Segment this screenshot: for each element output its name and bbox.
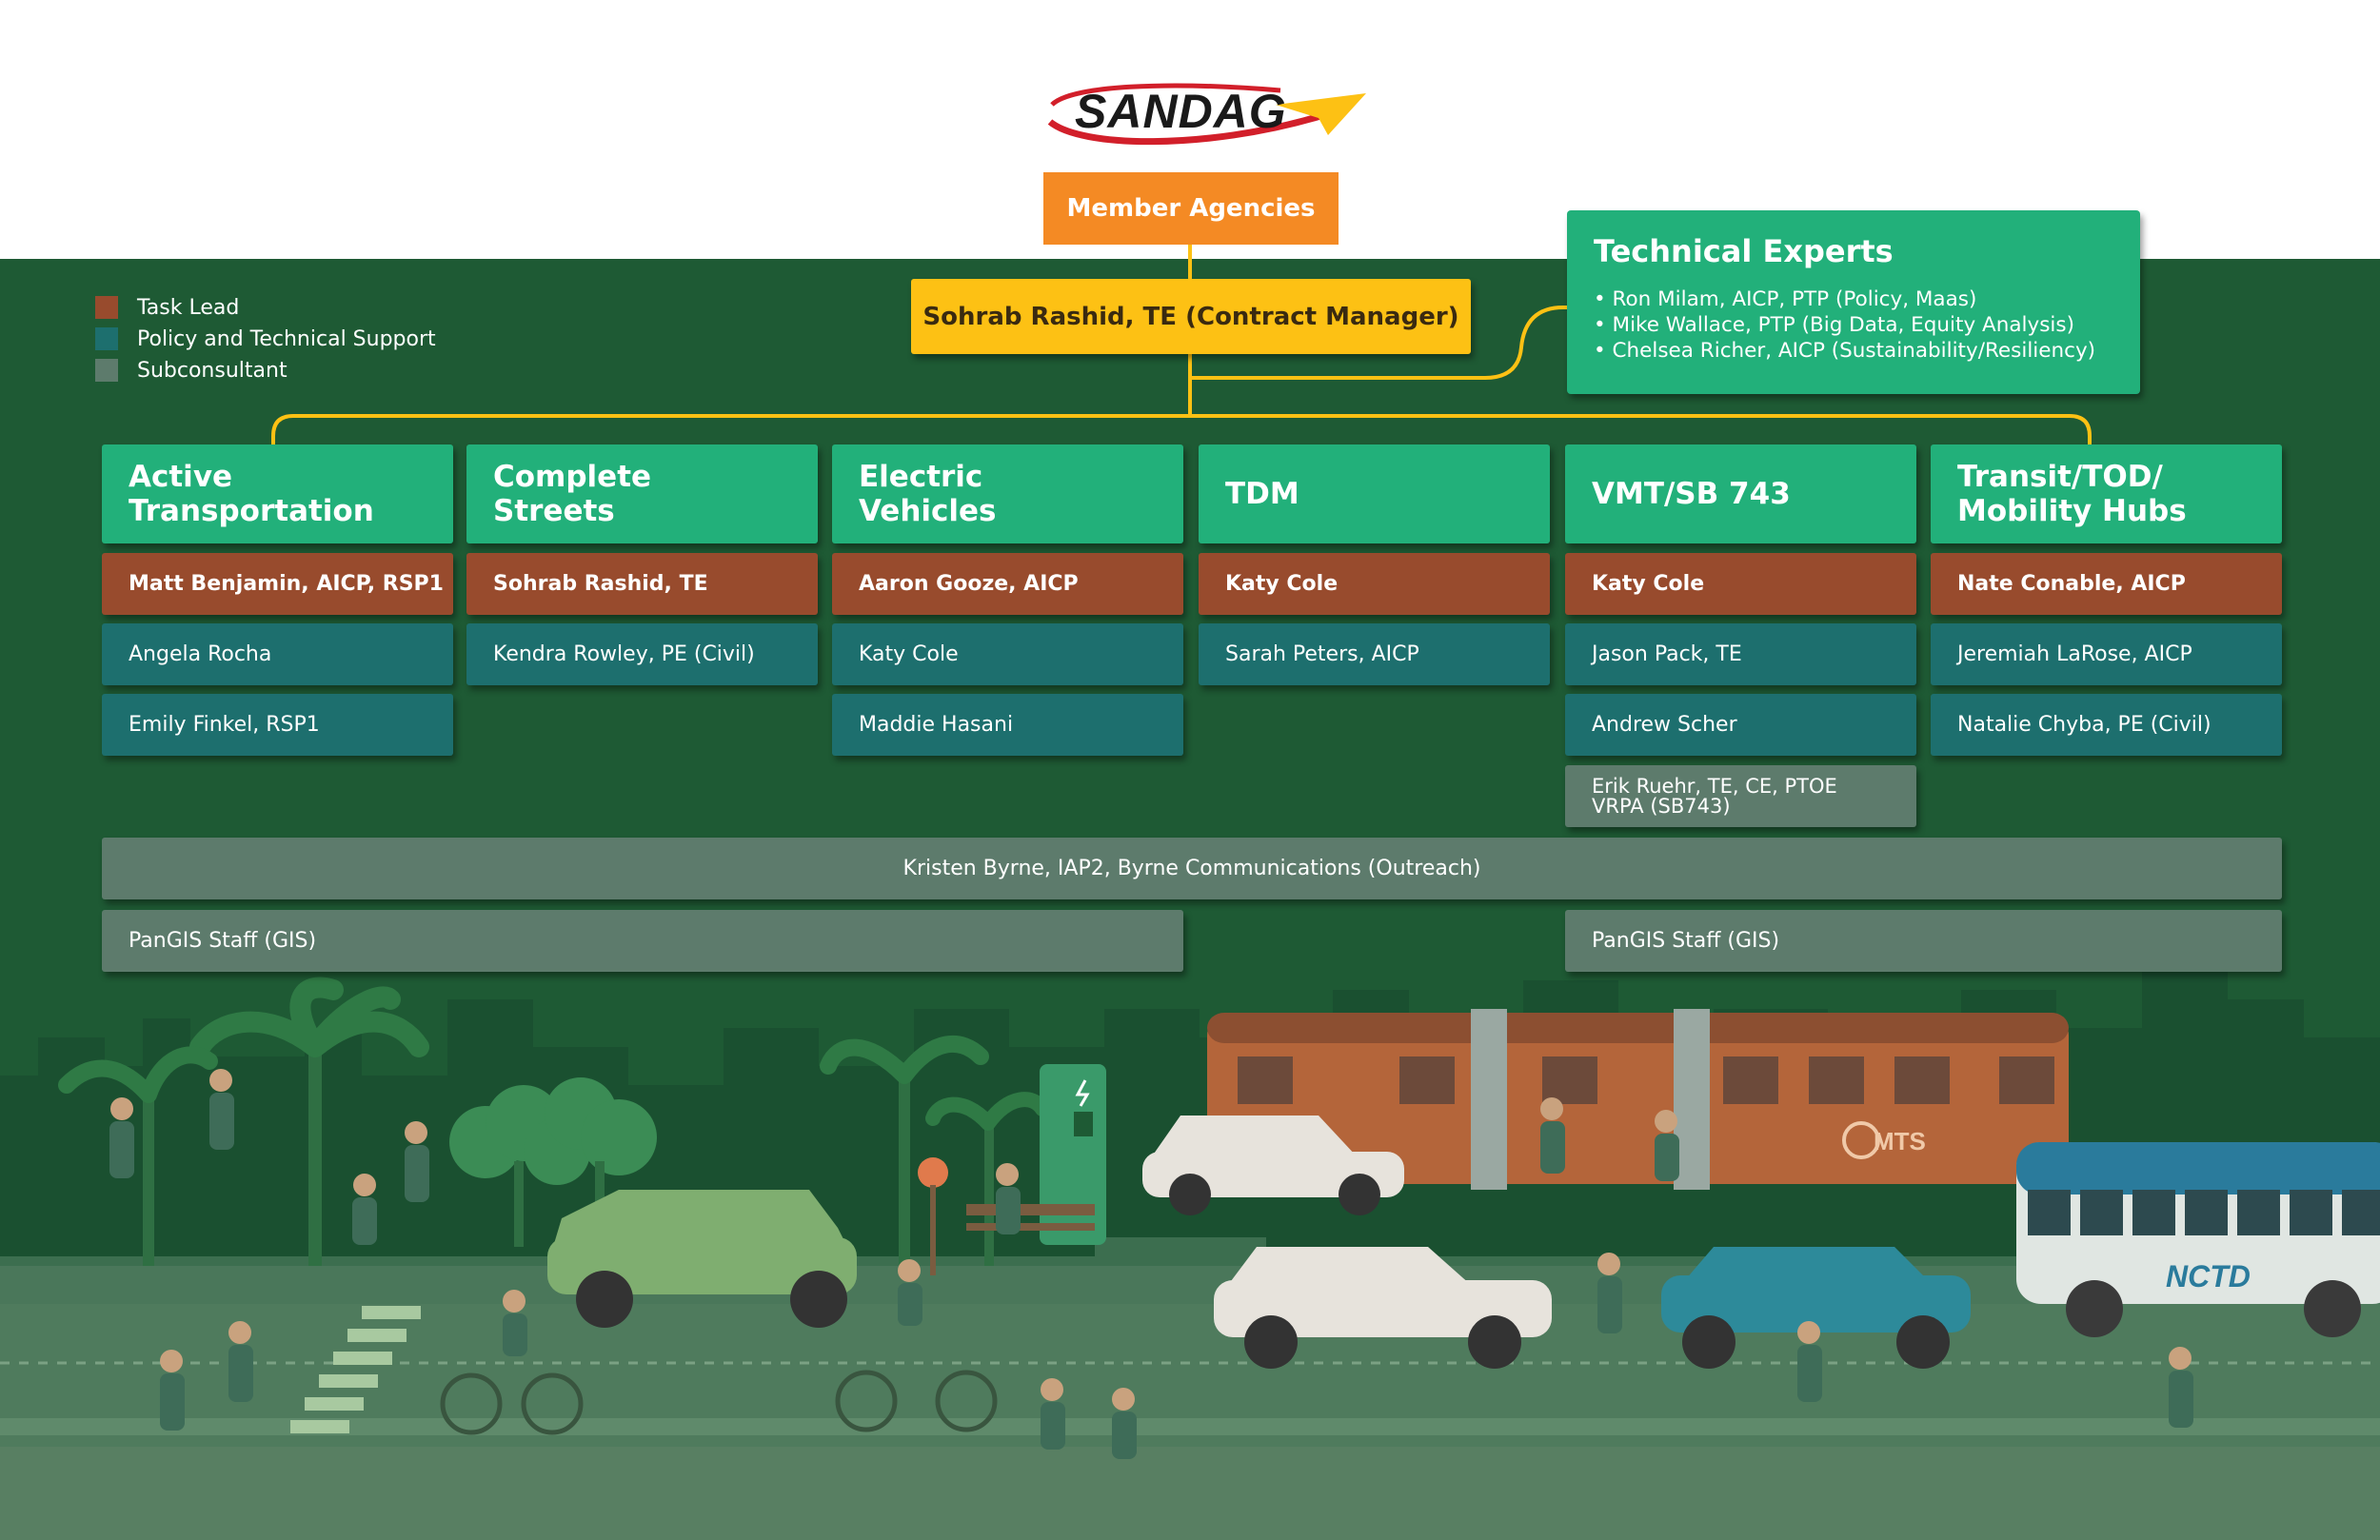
technical-expert-item: • Mike Wallace, PTP (Big Data, Equity An… (1594, 313, 2074, 337)
support-name: Angela Rocha (129, 642, 272, 666)
mts-logo: MTS (1842, 1121, 1926, 1159)
support-box: Jeremiah LaRose, AICP (1931, 623, 2282, 685)
support-name: Maddie Hasani (859, 713, 1014, 737)
support-name: Natalie Chyba, PE (Civil) (1957, 713, 2211, 737)
support-box: Natalie Chyba, PE (Civil) (1931, 694, 2282, 756)
gis-label: PanGIS Staff (GIS) (1592, 929, 1780, 953)
task-lead-name: Nate Conable, AICP (1957, 572, 2186, 596)
column-title: Electric Vehicles (859, 460, 997, 528)
org-connector-lines (271, 245, 2092, 444)
column-header-vmt-sb743: VMT/SB 743 (1565, 444, 1916, 543)
subconsultant-box: Erik Ruehr, TE, CE, PTOE VRPA (SB743) (1565, 765, 1916, 827)
legend-item-policy-support: Policy and Technical Support (95, 326, 436, 351)
support-box: Andrew Scher (1565, 694, 1916, 756)
task-lead-name: Katy Cole (1225, 572, 1339, 596)
support-box: Emily Finkel, RSP1 (102, 694, 453, 756)
gis-box-right: PanGIS Staff (GIS) (1565, 910, 2282, 972)
task-lead-box: Sohrab Rashid, TE (466, 553, 818, 615)
sandag-logo-text: SANDAG (1075, 85, 1287, 138)
technical-expert-item: • Ron Milam, AICP, PTP (Policy, Maas) (1594, 287, 1977, 311)
support-box: Katy Cole (832, 623, 1183, 685)
column-title: Active Transportation (129, 460, 374, 528)
legend-swatch (95, 359, 118, 382)
task-lead-name: Matt Benjamin, AICP, RSP1 (129, 572, 444, 596)
column-header-tdm: TDM (1199, 444, 1550, 543)
member-agencies-box: Member Agencies (1043, 172, 1339, 245)
support-name: Katy Cole (859, 642, 959, 666)
task-lead-box: Nate Conable, AICP (1931, 553, 2282, 615)
column-title: TDM (1225, 477, 1299, 511)
sandag-logo: SANDAG (1042, 76, 1366, 152)
technical-expert-item: • Chelsea Richer, AICP (Sustainability/R… (1594, 339, 2096, 363)
support-box: Jason Pack, TE (1565, 623, 1916, 685)
gis-box-left: PanGIS Staff (GIS) (102, 910, 1183, 972)
task-lead-box: Katy Cole (1565, 553, 1916, 615)
nctd-logo: NCTD (2166, 1259, 2251, 1293)
legend-label: Task Lead (137, 295, 240, 320)
support-name: Jeremiah LaRose, AICP (1957, 642, 2192, 666)
task-lead-box: Matt Benjamin, AICP, RSP1 (102, 553, 453, 615)
task-lead-box: Katy Cole (1199, 553, 1550, 615)
technical-experts-title: Technical Experts (1594, 233, 1894, 269)
support-name: Kendra Rowley, PE (Civil) (493, 642, 755, 666)
support-name: Andrew Scher (1592, 713, 1737, 737)
column-header-complete-streets: Complete Streets (466, 444, 818, 543)
column-header-electric-vehicles: Electric Vehicles (832, 444, 1183, 543)
support-name: Emily Finkel, RSP1 (129, 713, 320, 737)
support-box: Sarah Peters, AICP (1199, 623, 1550, 685)
support-box: Angela Rocha (102, 623, 453, 685)
legend-item-task-lead: Task Lead (95, 295, 239, 320)
subconsultant-name: Erik Ruehr, TE, CE, PTOE VRPA (SB743) (1592, 774, 1837, 818)
column-title: VMT/SB 743 (1592, 477, 1791, 511)
legend-swatch (95, 296, 118, 319)
svg-text:MTS: MTS (1874, 1127, 1926, 1155)
legend-label: Subconsultant (137, 358, 288, 383)
support-box: Maddie Hasani (832, 694, 1183, 756)
outreach-label: Kristen Byrne, IAP2, Byrne Communication… (902, 857, 1481, 880)
task-lead-name: Katy Cole (1592, 572, 1705, 596)
column-title: Transit/TOD/ Mobility Hubs (1957, 460, 2187, 528)
support-name: Jason Pack, TE (1592, 642, 1742, 666)
sandag-swoosh-icon (1047, 83, 1366, 146)
outreach-box: Kristen Byrne, IAP2, Byrne Communication… (102, 838, 2282, 899)
column-title: Complete Streets (493, 460, 652, 528)
gis-label: PanGIS Staff (GIS) (129, 929, 317, 953)
contract-manager-box: Sohrab Rashid, TE (Contract Manager) (911, 279, 1471, 354)
column-header-transit-tod: Transit/TOD/ Mobility Hubs (1931, 444, 2282, 543)
task-lead-name: Sohrab Rashid, TE (493, 572, 708, 596)
technical-experts-box: Technical Experts • Ron Milam, AICP, PTP… (1567, 210, 2140, 394)
support-box: Kendra Rowley, PE (Civil) (466, 623, 818, 685)
legend-label: Policy and Technical Support (137, 326, 436, 351)
support-name: Sarah Peters, AICP (1225, 642, 1419, 666)
member-agencies-label: Member Agencies (1066, 194, 1316, 223)
task-lead-box: Aaron Gooze, AICP (832, 553, 1183, 615)
column-header-active-transportation: Active Transportation (102, 444, 453, 543)
legend-swatch (95, 327, 118, 350)
task-lead-name: Aaron Gooze, AICP (859, 572, 1079, 596)
contract-manager-label: Sohrab Rashid, TE (Contract Manager) (922, 302, 1459, 331)
legend-item-subconsultant: Subconsultant (95, 358, 288, 383)
